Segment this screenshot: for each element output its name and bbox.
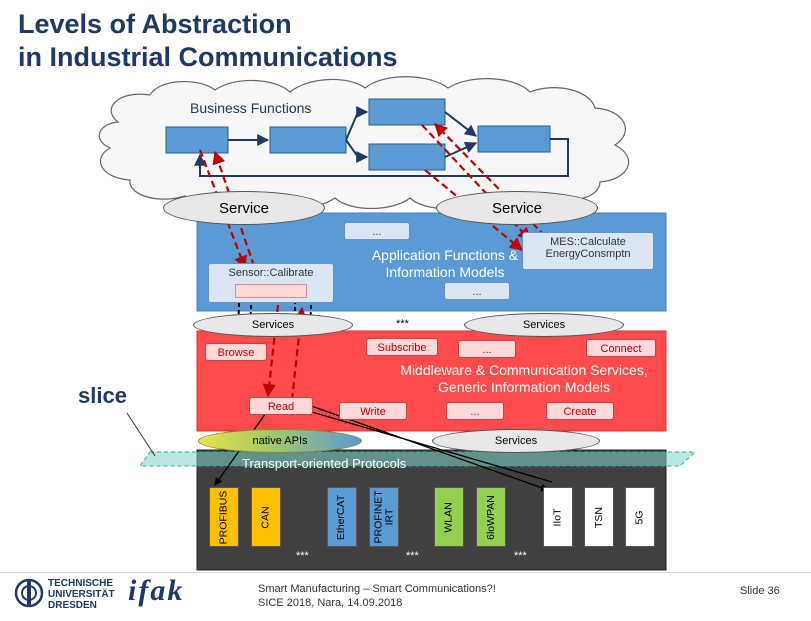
- middleware-label-line-2: Generic Information Models: [438, 379, 610, 395]
- tu-line-1: TECHNISCHE: [48, 578, 114, 589]
- slice-band: [139, 451, 697, 467]
- slide-title: Levels of Abstraction in Industrial Comm…: [18, 8, 398, 74]
- protocol-wlan-label: WLAN: [442, 501, 455, 533]
- protocol-ethercat-label: EtherCAT: [335, 494, 348, 540]
- talk-line-1: Smart Manufacturing – Smart Communicatio…: [258, 583, 496, 595]
- services-right-label: Services: [522, 319, 566, 331]
- middleware-label-line-1: Middleware & Communication Services,: [400, 362, 648, 378]
- application-chip-top[interactable]: ...: [344, 222, 410, 240]
- slice-pointer: [126, 412, 156, 457]
- call-arrow-3: [421, 124, 531, 241]
- mes-label-line-2: EnergyConsmptn: [545, 248, 631, 260]
- protocol-dots-1: ***: [296, 550, 309, 562]
- business-box-5: [477, 125, 551, 153]
- create-chip[interactable]: Create: [546, 402, 614, 420]
- middleware-dots-chip-2[interactable]: ...: [446, 402, 504, 420]
- middleware-layer-label: Middleware & Communication Services, Gen…: [384, 362, 664, 396]
- sensor-calibrate-box[interactable]: Sensor::Calibrate: [208, 263, 334, 303]
- service-ellipse-right[interactable]: Service: [436, 191, 598, 225]
- service-ellipse-left[interactable]: Service: [163, 191, 325, 225]
- read-to-iiot-2: [304, 408, 553, 483]
- services-ellipse-low[interactable]: Services: [432, 429, 600, 453]
- protocol-tsn-label: TSN: [592, 506, 605, 528]
- call-arrow-5: [424, 169, 524, 251]
- business-box-3: [368, 98, 446, 126]
- services-low-label: Services: [494, 435, 538, 447]
- protocol-dots-2: ***: [406, 550, 419, 562]
- talk-info: Smart Manufacturing – Smart Communicatio…: [258, 582, 496, 610]
- call-arrow-1: [198, 149, 247, 270]
- talk-line-2: SICE 2018, Nara, 14.09.2018: [258, 597, 403, 609]
- protocol-profibus-label: PROFIBUS: [217, 490, 230, 544]
- protocol-can-label: CAN: [259, 505, 272, 529]
- protocol-5g[interactable]: 5G: [625, 487, 655, 547]
- flow-2-4: [345, 139, 369, 163]
- sensor-internal-block: [235, 284, 307, 298]
- flow-2-3: [345, 106, 369, 141]
- business-box-1: [165, 126, 229, 154]
- slice-label: slice: [78, 383, 127, 408]
- tu-dresden-name: TECHNISCHE UNIVERSITÄT DRESDEN: [48, 578, 115, 611]
- application-label-line-1: Application Functions &: [371, 247, 519, 263]
- tu-line-3: DRESDEN: [48, 600, 97, 611]
- services-ellipse-right[interactable]: Services: [464, 313, 624, 337]
- title-line-1: Levels of Abstraction: [18, 9, 292, 39]
- read-chip[interactable]: Read: [249, 397, 313, 415]
- protocol-dots-3: ***: [514, 550, 527, 562]
- application-layer-label: Application Functions & Information Mode…: [340, 247, 550, 281]
- tu-line-2: UNIVERSITÄT: [48, 589, 115, 600]
- application-chip-bottom[interactable]: ...: [444, 282, 510, 300]
- tu-dresden-logo-icon: [14, 578, 44, 608]
- flow-3-5: [444, 111, 477, 137]
- services-left-label: Services: [251, 319, 295, 331]
- protocol-tsn[interactable]: TSN: [584, 487, 614, 547]
- mes-calculate-box[interactable]: MES::Calculate EnergyConsmptn: [522, 232, 654, 270]
- write-chip[interactable]: Write: [339, 402, 407, 420]
- native-apis-label: native APIs: [252, 435, 308, 447]
- business-functions-label: Business Functions: [190, 100, 312, 116]
- services-ellipse-left[interactable]: Services: [193, 313, 353, 337]
- slide-number: Slide 36: [740, 585, 780, 597]
- sensor-calibrate-label: Sensor::Calibrate: [228, 267, 314, 279]
- protocol-6lowpan-label: 6loWPAN: [484, 494, 497, 540]
- transport-layer-label: Transport-oriented Protocols: [242, 456, 407, 471]
- protocol-profibus[interactable]: PROFIBUS: [209, 487, 239, 547]
- flow-loop: [194, 138, 569, 177]
- middleware-dots-chip-1[interactable]: ...: [458, 340, 516, 358]
- browse-chip[interactable]: Browse: [205, 343, 267, 361]
- ifak-logo: ifak: [128, 574, 185, 607]
- protocol-can[interactable]: CAN: [251, 487, 281, 547]
- connect-chip[interactable]: Connect: [586, 339, 656, 357]
- protocol-wlan[interactable]: WLAN: [434, 487, 464, 547]
- service-right-label: Service: [491, 199, 543, 217]
- mes-label-line-1: MES::Calculate: [550, 236, 626, 248]
- service-left-label: Service: [218, 199, 270, 217]
- title-line-2: in Industrial Communications: [18, 42, 398, 72]
- business-box-4: [368, 143, 446, 171]
- protocol-profinet-irt[interactable]: PROFINET IRT: [369, 487, 399, 547]
- protocol-5g-label: 5G: [633, 509, 646, 525]
- protocol-ethercat[interactable]: EtherCAT: [327, 487, 357, 547]
- protocol-6lowpan[interactable]: 6loWPAN: [476, 487, 506, 547]
- flow-4-5: [444, 141, 478, 158]
- protocol-iiot[interactable]: IIoT: [543, 487, 573, 547]
- protocol-profinet-irt-label: PROFINET IRT: [372, 490, 395, 544]
- application-label-line-2: Information Models: [385, 264, 505, 280]
- protocol-iiot-label: IIoT: [551, 507, 564, 527]
- native-apis-ellipse[interactable]: native APIs: [198, 429, 362, 453]
- subscribe-chip[interactable]: Subscribe: [366, 338, 438, 356]
- business-box-2: [269, 126, 347, 154]
- footer-rule: [0, 572, 811, 573]
- services-mid-dots: ***: [396, 318, 409, 330]
